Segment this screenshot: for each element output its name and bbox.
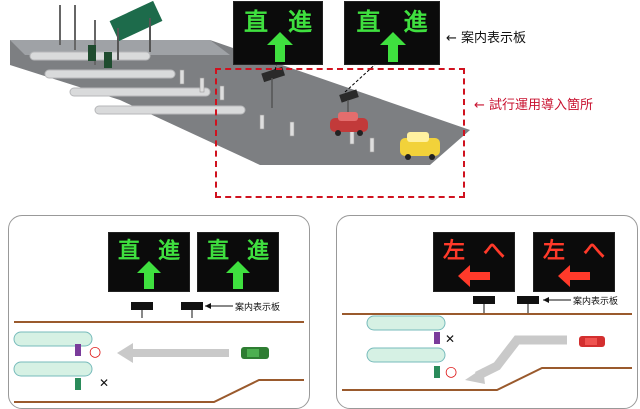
guidance-sign-2: 直 進 xyxy=(197,232,279,292)
top-guidance-sign-right: 直 進 xyxy=(344,1,440,65)
lane-mark-open: ○ xyxy=(445,364,458,380)
sign-char-2: 進 xyxy=(246,239,269,264)
sign-char-1: 直 xyxy=(206,239,229,264)
sign-char-1: 左 xyxy=(542,239,565,264)
red-car-icon xyxy=(330,112,368,136)
top-sign-label-text: 案内表示板 xyxy=(461,31,527,46)
lane-mark-closed: ✕ xyxy=(445,332,456,346)
sign-char-2: 進 xyxy=(157,239,180,264)
trial-area-label-text: 試行運用導入箇所 xyxy=(489,98,594,113)
sign-char-2: へ xyxy=(582,239,605,264)
toll-plaza-illustration xyxy=(10,0,470,165)
sign-char-1: 左 xyxy=(442,239,465,264)
yellow-car-icon xyxy=(400,132,440,160)
arrow-up-icon xyxy=(226,261,250,289)
arrow-up-icon xyxy=(380,32,406,62)
trial-area-box xyxy=(215,68,465,198)
arrow-left-icon xyxy=(458,265,490,287)
guidance-sign-2: 左 へ xyxy=(533,232,615,292)
diagram-panel-straight: 直 進 直 進 xyxy=(8,215,310,409)
sign-label: 案内表示板 xyxy=(573,294,618,307)
guidance-sign-1: 直 進 xyxy=(108,232,190,292)
sign-char-2: 進 xyxy=(403,8,428,36)
guidance-sign-1: 左 へ xyxy=(433,232,515,292)
arrow-left-icon xyxy=(558,265,590,287)
sign-char-1: 直 xyxy=(117,239,140,264)
diagram-panel-left: 左 へ 左 へ xyxy=(336,215,638,409)
sign-char-2: へ xyxy=(482,239,505,264)
lane-mark-closed: ✕ xyxy=(99,376,110,390)
top-sign-label: ← 案内表示板 xyxy=(446,31,527,46)
arrow-up-icon xyxy=(137,261,161,289)
sign-char-1: 直 xyxy=(356,8,381,36)
sign-label-text: 案内表示板 xyxy=(235,303,281,313)
trial-area-label: ← 試行運用導入箇所 xyxy=(474,98,594,113)
lane-diagram xyxy=(13,302,304,403)
lane-diagram xyxy=(342,296,632,391)
sign-label: 案内表示板 xyxy=(235,300,280,313)
top-guidance-sign-left: 直 進 xyxy=(233,1,323,65)
lane-mark-open: ○ xyxy=(89,344,102,360)
sign-char-1: 直 xyxy=(244,8,268,36)
sign-label-text: 案内表示板 xyxy=(573,297,619,307)
sign-char-2: 進 xyxy=(288,8,312,36)
arrow-up-icon xyxy=(267,32,293,62)
